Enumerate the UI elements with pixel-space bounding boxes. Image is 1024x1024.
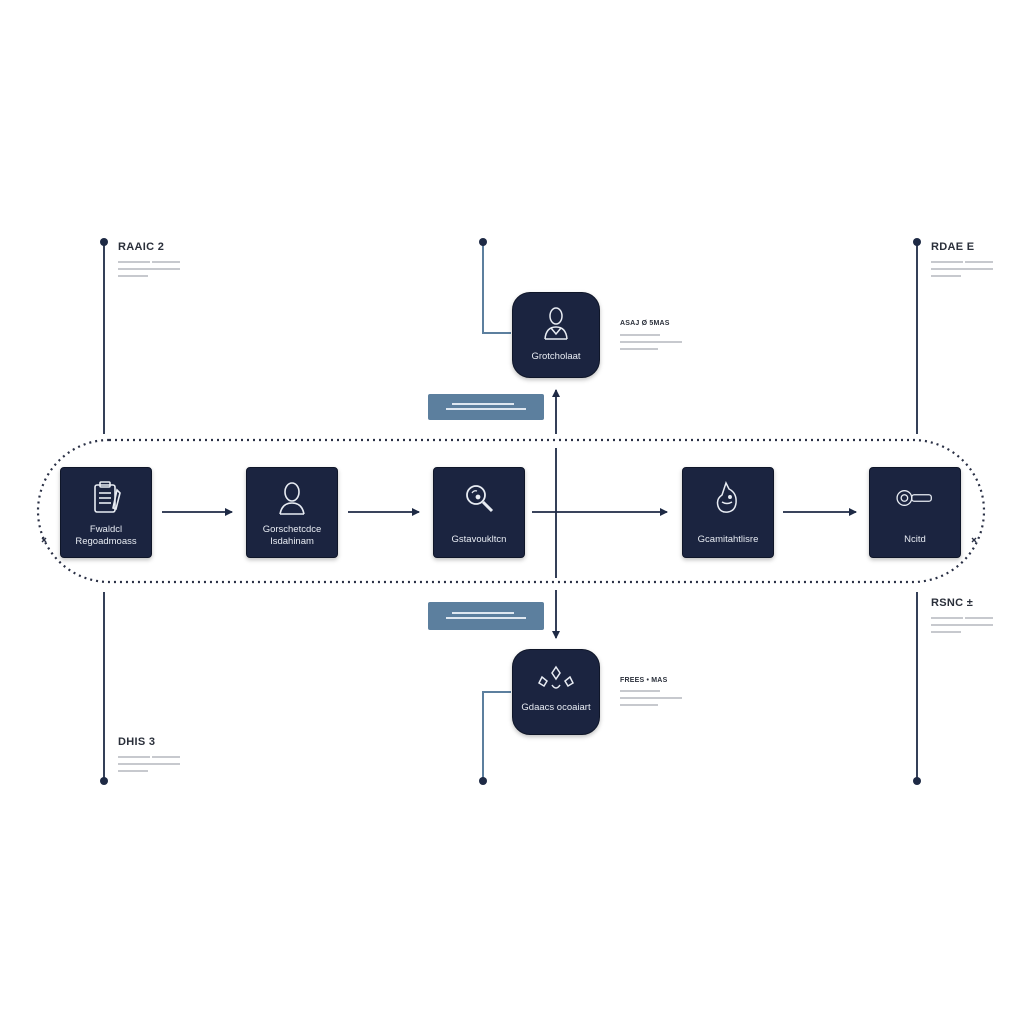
bottom-branch-dot <box>479 777 487 785</box>
branch-label-top: Grotcholaat <box>531 351 581 362</box>
top-branch-note: ASAJ Ø 5MAS <box>620 320 670 327</box>
doctor-icon <box>534 301 578 345</box>
clipboard-icon <box>84 476 128 520</box>
step-node-2[interactable]: Gorschetcdce Isdahinam <box>246 467 338 558</box>
section-heading-top-left: RAAIC 2 <box>118 241 165 253</box>
person-icon <box>270 476 314 520</box>
tools-icon <box>534 658 578 702</box>
left-cap-glyph <box>41 537 47 543</box>
bottom-branch-note: FREES • MAS <box>620 677 668 684</box>
section-heading-bottom-left: DHIS 3 <box>118 736 156 748</box>
step-label-5: Ncitd <box>904 534 926 545</box>
branch-node-bottom[interactable]: Gdaacs ocoaiart <box>512 649 600 735</box>
step-label-3: Gstavoukltcn <box>451 534 507 545</box>
magnifier-icon <box>457 476 501 520</box>
top-branch-connector <box>482 242 511 334</box>
bottom-branch-tag <box>428 602 544 630</box>
top-branch-dot <box>479 238 487 246</box>
branch-node-top[interactable]: Grotcholaat <box>512 292 600 378</box>
section-heading-top-right: RDAE E <box>931 241 975 253</box>
top-branch-tag <box>428 394 544 420</box>
bottom-branch-connector <box>482 691 511 781</box>
left-timeline-bottom-dot <box>100 777 108 785</box>
step-node-4[interactable]: Gcamitahtlisre <box>682 467 774 558</box>
pipeline-boundary <box>36 438 986 584</box>
step-node-1[interactable]: Fwaldcl Regoadmoass <box>60 467 152 558</box>
step-label-4: Gcamitahtlisre <box>697 534 759 545</box>
lens-key-icon <box>893 476 937 520</box>
right-timeline-top-dot <box>913 238 921 246</box>
right-timeline-bottom-dot <box>913 777 921 785</box>
section-heading-bottom-right: RSNC ± <box>931 597 974 609</box>
step-node-5[interactable]: Ncitd <box>869 467 961 558</box>
branch-label-bottom: Gdaacs ocoaiart <box>521 702 591 713</box>
step-label-1: Fwaldcl Regoadmoass <box>75 524 137 547</box>
step-label-2: Gorschetcdce Isdahinam <box>262 524 322 547</box>
right-cap-glyph <box>971 537 977 543</box>
left-timeline-top-dot <box>100 238 108 246</box>
face-profile-icon <box>706 476 750 520</box>
step-node-3[interactable]: Gstavoukltcn <box>433 467 525 558</box>
